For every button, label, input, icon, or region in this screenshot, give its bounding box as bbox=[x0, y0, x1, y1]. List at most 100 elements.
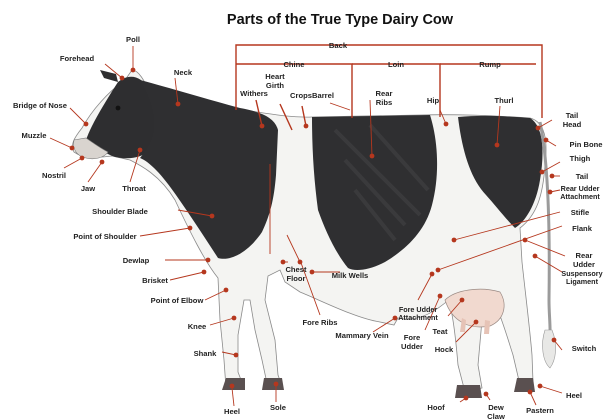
dot-point-of-elbow bbox=[224, 288, 229, 293]
label-heart-girth-line1: Heart bbox=[265, 72, 285, 81]
cow-switch bbox=[543, 330, 556, 368]
label-suspensory-ligament: SuspensoryLigament bbox=[561, 269, 602, 286]
cow-eye bbox=[116, 106, 121, 111]
dot-fore-ribs bbox=[298, 260, 303, 265]
label-back: Back bbox=[329, 41, 348, 50]
dot-dewlap bbox=[206, 258, 211, 263]
dot-chest-floor bbox=[281, 260, 286, 265]
label-barrel: Barrel bbox=[312, 91, 334, 100]
dot-brisket bbox=[202, 270, 207, 275]
dot-crops bbox=[304, 124, 309, 129]
dot-tail bbox=[550, 174, 555, 179]
dot-knee bbox=[232, 316, 237, 321]
label-milk-wells: Milk Wells bbox=[332, 271, 369, 280]
diagram-title: Parts of the True Type Dairy Cow bbox=[227, 12, 454, 28]
dot-nostril bbox=[80, 156, 85, 161]
rear-hoof bbox=[455, 385, 482, 398]
label-throat: Throat bbox=[122, 184, 146, 193]
label-loin: Loin bbox=[388, 60, 404, 69]
cow-illustration bbox=[72, 70, 555, 398]
label-poll: Poll bbox=[126, 35, 140, 44]
front-hoof bbox=[222, 378, 245, 390]
dot-withers bbox=[260, 124, 265, 129]
label-shoulder-blade: Shoulder Blade bbox=[92, 207, 148, 216]
dot-neck bbox=[176, 102, 181, 107]
dot-jaw bbox=[100, 160, 105, 165]
label-pin-bone: Pin Bone bbox=[570, 140, 603, 149]
dot-milk-wells bbox=[310, 270, 315, 275]
dot-poll bbox=[131, 68, 136, 73]
dot-shoulder-blade bbox=[210, 214, 215, 219]
dot-switch bbox=[552, 338, 557, 343]
dot-teat bbox=[460, 298, 465, 303]
front-hoof bbox=[262, 378, 284, 390]
dot-point-of-shoulder bbox=[188, 226, 193, 231]
dot-shank bbox=[234, 353, 239, 358]
label-chine: Chine bbox=[283, 60, 304, 69]
dot-pastern bbox=[528, 390, 533, 395]
dot-bridge-of-nose bbox=[84, 122, 89, 127]
label-fore-ribs: Fore Ribs bbox=[302, 318, 337, 327]
label-shank: Shank bbox=[194, 349, 218, 358]
dot-tail-head bbox=[536, 126, 541, 131]
dot-hock bbox=[474, 320, 479, 325]
rear-hoof bbox=[514, 378, 535, 392]
label-thigh: Thigh bbox=[570, 154, 591, 163]
cow-teat bbox=[484, 320, 490, 334]
dot-heel-rear bbox=[538, 384, 543, 389]
dot-muzzle bbox=[70, 146, 75, 151]
label-dew-claw: DewClaw bbox=[487, 403, 505, 420]
label-flank: Flank bbox=[572, 224, 593, 233]
label-muzzle: Muzzle bbox=[22, 131, 47, 140]
label-withers: Withers bbox=[240, 89, 268, 98]
label-jaw: Jaw bbox=[81, 184, 95, 193]
dot-rear-ribs bbox=[370, 154, 375, 159]
dot-heel-front bbox=[230, 384, 235, 389]
label-pastern: Pastern bbox=[526, 406, 554, 415]
label-brisket: Brisket bbox=[142, 276, 168, 285]
label-knee: Knee bbox=[188, 322, 207, 331]
dot-rear-udder bbox=[523, 238, 528, 243]
cow-ear bbox=[100, 70, 118, 82]
label-heart-girth: Girth bbox=[266, 81, 285, 90]
dot-pin-bone bbox=[544, 138, 549, 143]
dot-stifle bbox=[452, 238, 457, 243]
dot-thigh bbox=[540, 170, 545, 175]
dot-fore-udder bbox=[438, 294, 443, 299]
label-hoof: Hoof bbox=[427, 403, 445, 412]
label-sole: Sole bbox=[270, 403, 286, 412]
label-stifle: Stifle bbox=[571, 208, 590, 217]
label-mammary-vein: Mammary Vein bbox=[335, 331, 389, 340]
dot-flank bbox=[436, 268, 441, 273]
dot-hip bbox=[444, 122, 449, 127]
dot-throat bbox=[138, 148, 143, 153]
dot-fore-udder-attachment bbox=[430, 272, 435, 277]
dot-hoof bbox=[464, 396, 469, 401]
label-hock: Hock bbox=[435, 345, 454, 354]
dot-forehead bbox=[120, 76, 125, 81]
dot-dew-claw bbox=[484, 392, 489, 397]
label-thurl: Thurl bbox=[495, 96, 514, 105]
label-crops: Crops bbox=[290, 91, 312, 100]
label-point-of-elbow: Point of Elbow bbox=[151, 296, 204, 305]
label-forehead: Forehead bbox=[60, 54, 95, 63]
label-switch: Switch bbox=[572, 344, 597, 353]
label-bridge-of-nose: Bridge of Nose bbox=[13, 101, 67, 110]
dot-thurl bbox=[495, 143, 500, 148]
dot-mammary-vein bbox=[393, 316, 398, 321]
dot-sole bbox=[274, 382, 279, 387]
label-hip: Hip bbox=[427, 96, 440, 105]
label-heel-rear: Heel bbox=[566, 391, 582, 400]
dot-rear-udder-attachment bbox=[548, 190, 553, 195]
label-rump: Rump bbox=[479, 60, 501, 69]
label-heel-front: Heel bbox=[224, 407, 240, 416]
label-point-of-shoulder: Point of Shoulder bbox=[73, 232, 136, 241]
label-teat: Teat bbox=[432, 327, 448, 336]
